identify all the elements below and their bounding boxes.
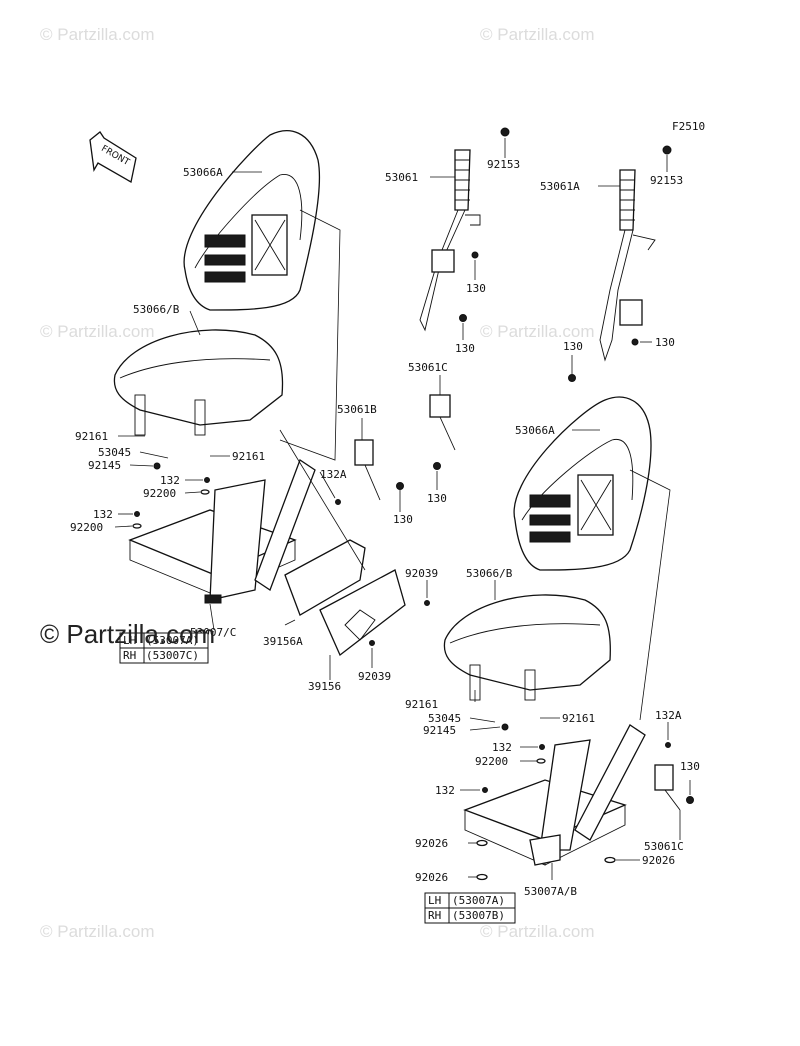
watermarks: © Partzilla.com © Partzilla.com © Partzi… <box>40 25 595 941</box>
callout-92153-b: 92153 <box>650 174 683 187</box>
callout-53061A: 53061A <box>540 180 580 193</box>
callout-92039-a: 92039 <box>405 567 438 580</box>
buckle-53061B <box>354 439 381 501</box>
callout-39156A: 39156A <box>263 635 303 648</box>
table-right-side-0: LH <box>428 894 441 907</box>
callout-130-f: 130 <box>393 513 413 526</box>
callout-53066B-right: 53066/B <box>466 567 513 580</box>
skid-panels <box>284 539 406 657</box>
callout-53066B-left: 53066/B <box>133 303 180 316</box>
callout-130-d: 130 <box>563 340 583 353</box>
callout-53007AB: 53007A/B <box>524 885 577 898</box>
callout-130-a: 130 <box>466 282 486 295</box>
callout-130-c: 130 <box>655 336 675 349</box>
seat-frame-right <box>463 724 646 866</box>
table-left: LH (53007A) RH (53007C) <box>119 632 209 664</box>
callout-labels: 53066A 53066/B 92161 53045 92145 92161 1… <box>70 158 700 898</box>
watermark-top-right: © Partzilla.com <box>480 25 595 44</box>
callout-39156: 39156 <box>308 680 341 693</box>
table-left-side-0: LH <box>123 634 136 647</box>
callout-132-r2: 132 <box>435 784 455 797</box>
callout-92200-r: 92200 <box>475 755 508 768</box>
callout-53061: 53061 <box>385 171 418 184</box>
callout-92161-r2: 92161 <box>562 712 595 725</box>
front-arrow-icon: FRONT <box>89 131 137 184</box>
callout-92200-l1: 92200 <box>143 487 176 500</box>
callout-92026-a: 92026 <box>415 837 448 850</box>
callout-132-l1: 132 <box>160 474 180 487</box>
table-left-code-0: (53007A) <box>146 634 199 647</box>
seat-cushion-right <box>443 594 611 701</box>
callout-92161-r1: 92161 <box>405 698 438 711</box>
reference-lines <box>279 209 671 721</box>
seat-back-left <box>183 130 321 311</box>
table-right-side-1: RH <box>428 909 441 922</box>
seat-belt-53061 <box>419 149 481 332</box>
table-left-code-1: (53007C) <box>146 649 199 662</box>
buckle-53061C-right <box>654 764 681 811</box>
callout-92026-c: 92026 <box>415 871 448 884</box>
figure-code: F2510 <box>672 120 705 133</box>
callout-130-e: 130 <box>427 492 447 505</box>
callout-92145-r: 92145 <box>423 724 456 737</box>
callout-132A-left: 132A <box>320 468 347 481</box>
callout-130-g: 130 <box>680 760 700 773</box>
callout-130-b: 130 <box>455 342 475 355</box>
callout-92145-l: 92145 <box>88 459 121 472</box>
callout-92161-l1: 92161 <box>75 430 108 443</box>
callout-53066A-right: 53066A <box>515 424 555 437</box>
table-right: LH (53007A) RH (53007B) <box>424 892 516 924</box>
seat-cushion-left <box>113 329 284 436</box>
callout-53061C-top: 53061C <box>408 361 448 374</box>
seat-back-right <box>513 396 652 571</box>
callout-92153-a: 92153 <box>487 158 520 171</box>
callout-132-r1: 132 <box>492 741 512 754</box>
callout-53045-l: 53045 <box>98 446 131 459</box>
callout-53061C-right: 53061C <box>644 840 684 853</box>
callout-92200-l2: 92200 <box>70 521 103 534</box>
table-right-code-0: (53007A) <box>452 894 505 907</box>
table-right-code-1: (53007B) <box>452 909 505 922</box>
hardware-bolts <box>132 127 694 881</box>
seat-belt-53061A <box>599 169 656 362</box>
watermark-mid-left: © Partzilla.com <box>40 322 155 341</box>
watermark-bottom-right: © Partzilla.com <box>480 922 595 941</box>
table-left-side-1: RH <box>123 649 136 662</box>
callout-53045-r: 53045 <box>428 712 461 725</box>
callout-132A-right: 132A <box>655 709 682 722</box>
callout-92026-b: 92026 <box>642 854 675 867</box>
callout-53066A-left: 53066A <box>183 166 223 179</box>
watermark-mid-right: © Partzilla.com <box>480 322 595 341</box>
watermark-large: © Partzilla.com <box>40 619 215 649</box>
callout-92161-l2: 92161 <box>232 450 265 463</box>
leader-lines <box>114 138 691 880</box>
seat-frame-left <box>128 459 316 604</box>
watermark-bottom-left: © Partzilla.com <box>40 922 155 941</box>
callout-53061B: 53061B <box>337 403 377 416</box>
watermark-top-left: © Partzilla.com <box>40 25 155 44</box>
buckle-53061C-top <box>429 394 456 451</box>
callout-132-l2: 132 <box>93 508 113 521</box>
callout-92039-b: 92039 <box>358 670 391 683</box>
